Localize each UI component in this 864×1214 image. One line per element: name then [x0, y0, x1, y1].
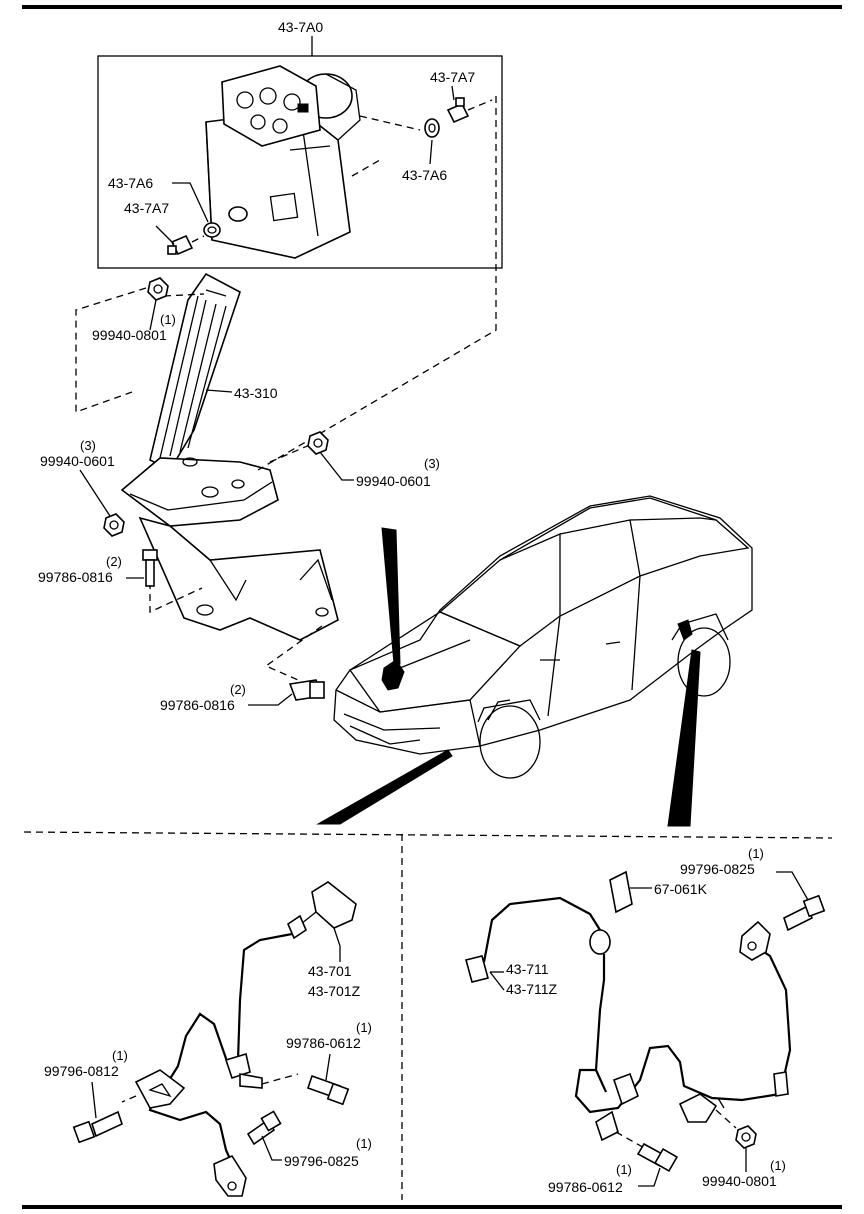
label-front-bolt-left-qty: (1): [112, 1048, 128, 1063]
label-nut-bracket-left: 99940-0601: [40, 453, 115, 469]
label-nut-bracket-top: 99940-0801: [92, 327, 167, 343]
label-rear-clip: 67-061K: [654, 881, 708, 897]
hcu-assembly: [97, 36, 503, 269]
label-rear-bolt-bottom: 99786-0612: [548, 1179, 623, 1195]
hcu-bracket: [120, 272, 339, 641]
label-nut-bracket-right: 99940-0601: [356, 473, 431, 489]
label-front-bolt-mid: 99786-0612: [286, 1035, 361, 1051]
bolt-bracket-bottom: [288, 679, 325, 701]
pointer-to-front-sensor: [316, 749, 453, 825]
label-rear-bolt-top-qty: (1): [748, 846, 764, 861]
label-front-sensor: 43-701: [308, 963, 352, 979]
label-hcu-assembly: 43-7A0: [278, 19, 323, 35]
label-rear-bolt-bottom-qty: (1): [616, 1162, 632, 1177]
car-illustration: [333, 495, 753, 779]
label-rear-sensor: 43-711: [506, 961, 549, 977]
rear-bolt-bottom: [636, 1142, 679, 1173]
label-nipple-left: 43-7A7: [124, 200, 169, 216]
label-seal-right: 43-7A6: [402, 167, 447, 183]
label-nut-bracket-left-qty: (3): [80, 438, 96, 453]
label-front-bolt-left: 99796-0812: [44, 1063, 119, 1079]
label-nipple-right: 43-7A7: [430, 69, 475, 85]
label-front-sensor-alt: 43-701Z: [308, 983, 361, 999]
nut-bracket-left: [103, 513, 125, 537]
label-bolt-bracket-bottom: 99786-0816: [160, 697, 235, 713]
label-rear-nut-bottom-qty: (1): [770, 1158, 786, 1173]
label-bolt-bracket-left: 99786-0816: [38, 569, 113, 585]
front-bolt-bottom: [246, 1110, 282, 1146]
label-rear-nut-bottom: 99940-0801: [702, 1173, 777, 1189]
front-bolt-mid: [306, 1074, 350, 1106]
seal-left: [203, 222, 221, 238]
label-front-bolt-mid-qty: (1): [356, 1020, 372, 1035]
label-bolt-bracket-bottom-qty: (2): [230, 682, 246, 697]
label-front-bolt-bottom-qty: (1): [356, 1136, 372, 1151]
front-bolt-left: [72, 1110, 123, 1144]
nut-bracket-right: [307, 431, 329, 455]
label-rear-bolt-top: 99796-0825: [680, 861, 755, 877]
label-front-bolt-bottom: 99796-0825: [284, 1153, 359, 1169]
label-bracket: 43-310: [234, 385, 278, 401]
front-wheel-sensor: [134, 881, 357, 1197]
label-nut-bracket-top-qty: (1): [160, 312, 176, 327]
bolt-bracket-left: [142, 549, 158, 587]
rear-nut-bottom: [735, 1125, 757, 1149]
section-divider: [23, 831, 833, 839]
nut-bracket-top: [147, 277, 169, 301]
nipple-right: [446, 97, 470, 124]
rear-clip: [609, 870, 633, 914]
rear-bolt-top: [783, 894, 826, 932]
nipple-left: [167, 234, 194, 256]
pointer-to-rear-sensor: [667, 649, 701, 827]
rear-wheel-sensor: [465, 896, 792, 1142]
label-nut-bracket-right-qty: (3): [424, 456, 440, 471]
pointer-to-hcu: [381, 527, 401, 665]
label-rear-sensor-alt: 43-711Z: [506, 981, 558, 997]
seal-right: [424, 118, 440, 138]
label-bolt-bracket-left-qty: (2): [106, 554, 122, 569]
label-seal-left: 43-7A6: [108, 175, 153, 191]
